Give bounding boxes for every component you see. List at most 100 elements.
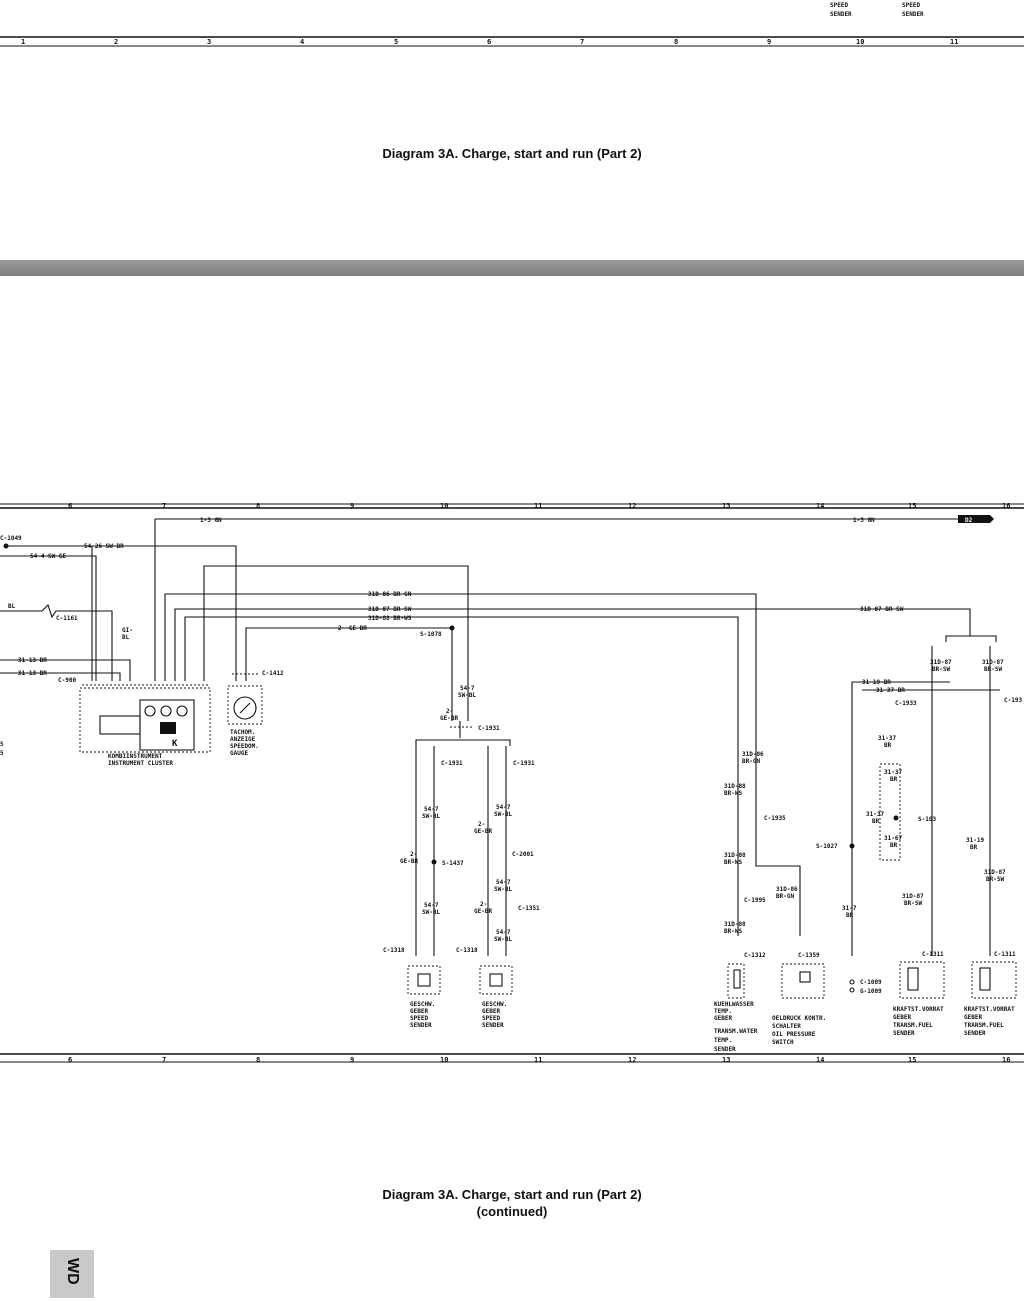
ruler-number: 14 bbox=[816, 1056, 824, 1064]
gauge-icon bbox=[176, 705, 188, 717]
wire-label: 31-37 bbox=[866, 811, 884, 818]
connector-label: C-1931 bbox=[441, 760, 463, 767]
fuel-sender-label: KRAFTST.VORRAT bbox=[964, 1006, 1015, 1013]
connector-label: C-1318 bbox=[456, 947, 478, 954]
section-side-tab: WD bbox=[50, 1250, 94, 1298]
wire-label: GI- bbox=[122, 627, 133, 634]
wire-label: BR bbox=[846, 912, 854, 919]
connector-label: C-1359 bbox=[798, 952, 820, 959]
top-page: SPEED SENDER SPEED SENDER 1 2 3 4 5 6 7 … bbox=[0, 0, 1024, 260]
wire-label: 54-7 bbox=[424, 902, 439, 909]
sender-label: SPEED bbox=[482, 1015, 500, 1022]
oil-switch-label: OIL PRESSURE bbox=[772, 1031, 816, 1038]
ruler-number: 11 bbox=[534, 502, 542, 510]
wire-label: BL bbox=[122, 634, 130, 641]
wire-label: BR-WS bbox=[724, 859, 742, 866]
wire-label: 31D-87 BR-SW bbox=[860, 606, 904, 613]
fuel-sender-label: KRAFTST.VORRAT bbox=[893, 1006, 944, 1013]
wire-label: BR bbox=[884, 742, 892, 749]
connector-label: C-1931 bbox=[513, 760, 535, 767]
wire-label: 31-13 BR bbox=[18, 670, 47, 677]
wire-label: 2- GE-BR bbox=[338, 625, 367, 632]
wire-label: BR-SW bbox=[986, 876, 1004, 883]
wire-label: 31D-87 bbox=[902, 893, 924, 900]
wire-label: BR-WS bbox=[724, 928, 742, 935]
connector-label: C-1312 bbox=[744, 952, 766, 959]
ruler-number: 10 bbox=[440, 502, 448, 510]
sender-label: GEBER bbox=[482, 1008, 500, 1015]
wire-label: 54-7 bbox=[496, 804, 511, 811]
ruler-number: 16 bbox=[1002, 1056, 1010, 1064]
wire-label: 2- bbox=[410, 851, 417, 858]
fuel-sender-icon bbox=[979, 967, 991, 991]
ruler-number: 13 bbox=[722, 502, 730, 510]
diagram-ruler-top: 6 7 8 9 10 11 12 13 14 15 16 bbox=[68, 502, 1010, 510]
bottom-caption: Diagram 3A. Charge, start and run (Part … bbox=[0, 1186, 1024, 1220]
wire-label: GE-BR bbox=[474, 908, 492, 915]
left-edge-number: 5 bbox=[0, 750, 4, 757]
connector-label: C-1995 bbox=[744, 897, 766, 904]
wire-label: 31-67 bbox=[884, 835, 902, 842]
wire-label: 31D-88 bbox=[724, 921, 746, 928]
gauge-icon bbox=[144, 705, 156, 717]
wire-label: BL bbox=[8, 603, 16, 610]
tacho-label: GAUGE bbox=[230, 750, 248, 757]
wire-label: 31D-86 BR-GN bbox=[368, 591, 412, 598]
sender-label: GESCHW. bbox=[482, 1001, 507, 1008]
fuel-sender-label: TRANSM.FUEL bbox=[893, 1022, 933, 1029]
wire-label: 1-3 GN bbox=[853, 517, 875, 524]
ruler-number: 3 bbox=[207, 38, 211, 46]
wire-label: 2- bbox=[446, 708, 453, 715]
ground-icon bbox=[849, 987, 855, 993]
ruler-number: 10 bbox=[440, 1056, 448, 1064]
wire-label: BR bbox=[970, 844, 978, 851]
wire-label: GE-BR bbox=[400, 858, 418, 865]
speedometer-icon bbox=[233, 696, 257, 720]
oil-switch-label: SCHALTER bbox=[772, 1023, 801, 1030]
ruler-number: 13 bbox=[722, 1056, 730, 1064]
wire-label: BR-GN bbox=[776, 893, 794, 900]
wire-label: 31D-87 bbox=[984, 869, 1006, 876]
wire-label: 31-19 BR bbox=[862, 679, 891, 686]
wire-label: 31D-88 bbox=[724, 852, 746, 859]
sender-label: GEBER bbox=[410, 1008, 428, 1015]
wire-label: BR-SW bbox=[932, 666, 950, 673]
wire-label: 31-13 BR bbox=[18, 657, 47, 664]
ground-label: G-1009 bbox=[860, 988, 882, 995]
ruler-number: 6 bbox=[487, 38, 491, 46]
wire-label: 54-7 bbox=[496, 879, 511, 886]
ruler-number: 8 bbox=[674, 38, 678, 46]
connector-label: C-1412 bbox=[262, 670, 284, 677]
ruler-number: 11 bbox=[950, 38, 958, 46]
wire-label: 54-7 bbox=[496, 929, 511, 936]
wire-label: 2- bbox=[478, 821, 485, 828]
speed-sender-branch: 54-7 SW-BL 2- GE-BR C-1931 C-1931 C-1931… bbox=[383, 685, 540, 1029]
sensor-icon bbox=[489, 973, 503, 987]
arrow-reference: D2 bbox=[965, 517, 973, 524]
bottom-caption-line1: Diagram 3A. Charge, start and run (Part … bbox=[382, 1187, 642, 1202]
connector-label: C-1311 bbox=[922, 951, 944, 958]
fuel-sender-label: SENDER bbox=[964, 1030, 986, 1037]
cluster-name-de: KOMBIINSTRUMENT bbox=[108, 753, 163, 760]
ruler-number: 6 bbox=[68, 502, 72, 510]
coolant-label: SENDER bbox=[714, 1046, 736, 1053]
svg-text:K: K bbox=[172, 739, 178, 749]
ruler-number: 9 bbox=[350, 1056, 354, 1064]
wire-label: BR-WS bbox=[724, 790, 742, 797]
sender-label: GESCHW. bbox=[410, 1001, 435, 1008]
fuel-sender-label: TRANSM.FUEL bbox=[964, 1022, 1004, 1029]
wire-label: 31-37 BR bbox=[876, 687, 905, 694]
ruler-number: 12 bbox=[628, 502, 636, 510]
top-sender-label: SENDER bbox=[830, 11, 852, 18]
wire-label: BR bbox=[872, 818, 880, 825]
continuation-arrow-icon bbox=[958, 515, 994, 523]
wire-label: SW-BL bbox=[494, 886, 512, 893]
wire-label: 31D-86 bbox=[742, 751, 764, 758]
connector-label: C-1935 bbox=[764, 815, 786, 822]
wire-label: BR-GN bbox=[742, 758, 760, 765]
tacho-label: SPEEDOM. bbox=[230, 743, 259, 750]
ruler-number: 6 bbox=[68, 1056, 72, 1064]
wire-label: 31-37 bbox=[878, 735, 896, 742]
ruler-number: 7 bbox=[580, 38, 584, 46]
sender-label: SENDER bbox=[410, 1022, 432, 1029]
